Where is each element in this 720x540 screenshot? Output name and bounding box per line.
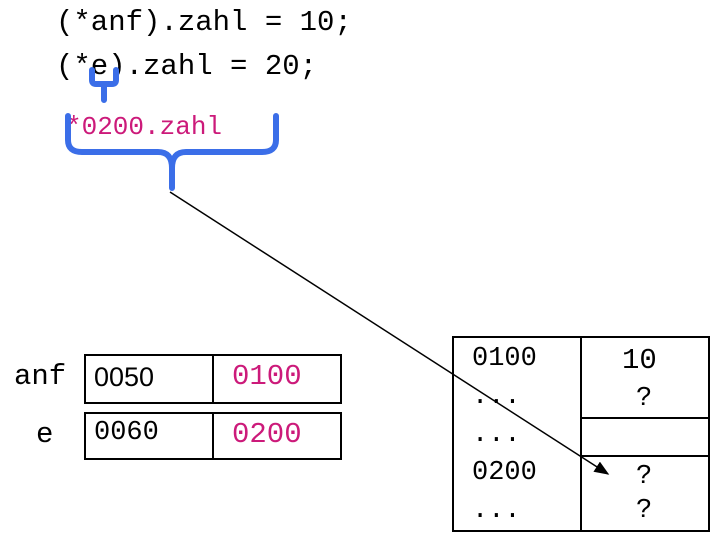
small-underbrace — [89, 67, 119, 103]
memory-value-0: 10 — [622, 344, 657, 377]
memory-value-1: ? — [636, 384, 653, 414]
anf-address: 0050 — [94, 362, 155, 392]
memory-divider-bottom — [580, 455, 710, 457]
memory-address-3: 0200 — [472, 458, 537, 488]
e-address: 0060 — [94, 418, 159, 448]
variable-name-anf: anf — [14, 360, 67, 393]
e-value-cell — [212, 412, 342, 460]
memory-divider-top — [580, 417, 710, 419]
code-line-2: (*e).zahl = 20; — [56, 50, 318, 83]
memory-address-1: ... — [472, 382, 521, 412]
memory-address-0: 0100 — [472, 344, 537, 374]
memory-value-4: ? — [636, 496, 653, 526]
memory-address-4: ... — [472, 496, 521, 526]
pointer-arrow — [169, 191, 610, 475]
variable-name-e: e — [36, 418, 54, 451]
anf-value: 0100 — [232, 360, 302, 393]
memory-address-2: ... — [472, 420, 521, 450]
anf-value-cell — [212, 354, 342, 404]
e-value: 0200 — [232, 418, 302, 451]
memory-value-3: ? — [636, 462, 653, 492]
code-line-1: (*anf).zahl = 10; — [56, 6, 352, 39]
dereference-expression: *0200.zahl — [66, 112, 223, 142]
memory-value-column — [580, 336, 710, 532]
big-underbrace — [65, 113, 279, 191]
